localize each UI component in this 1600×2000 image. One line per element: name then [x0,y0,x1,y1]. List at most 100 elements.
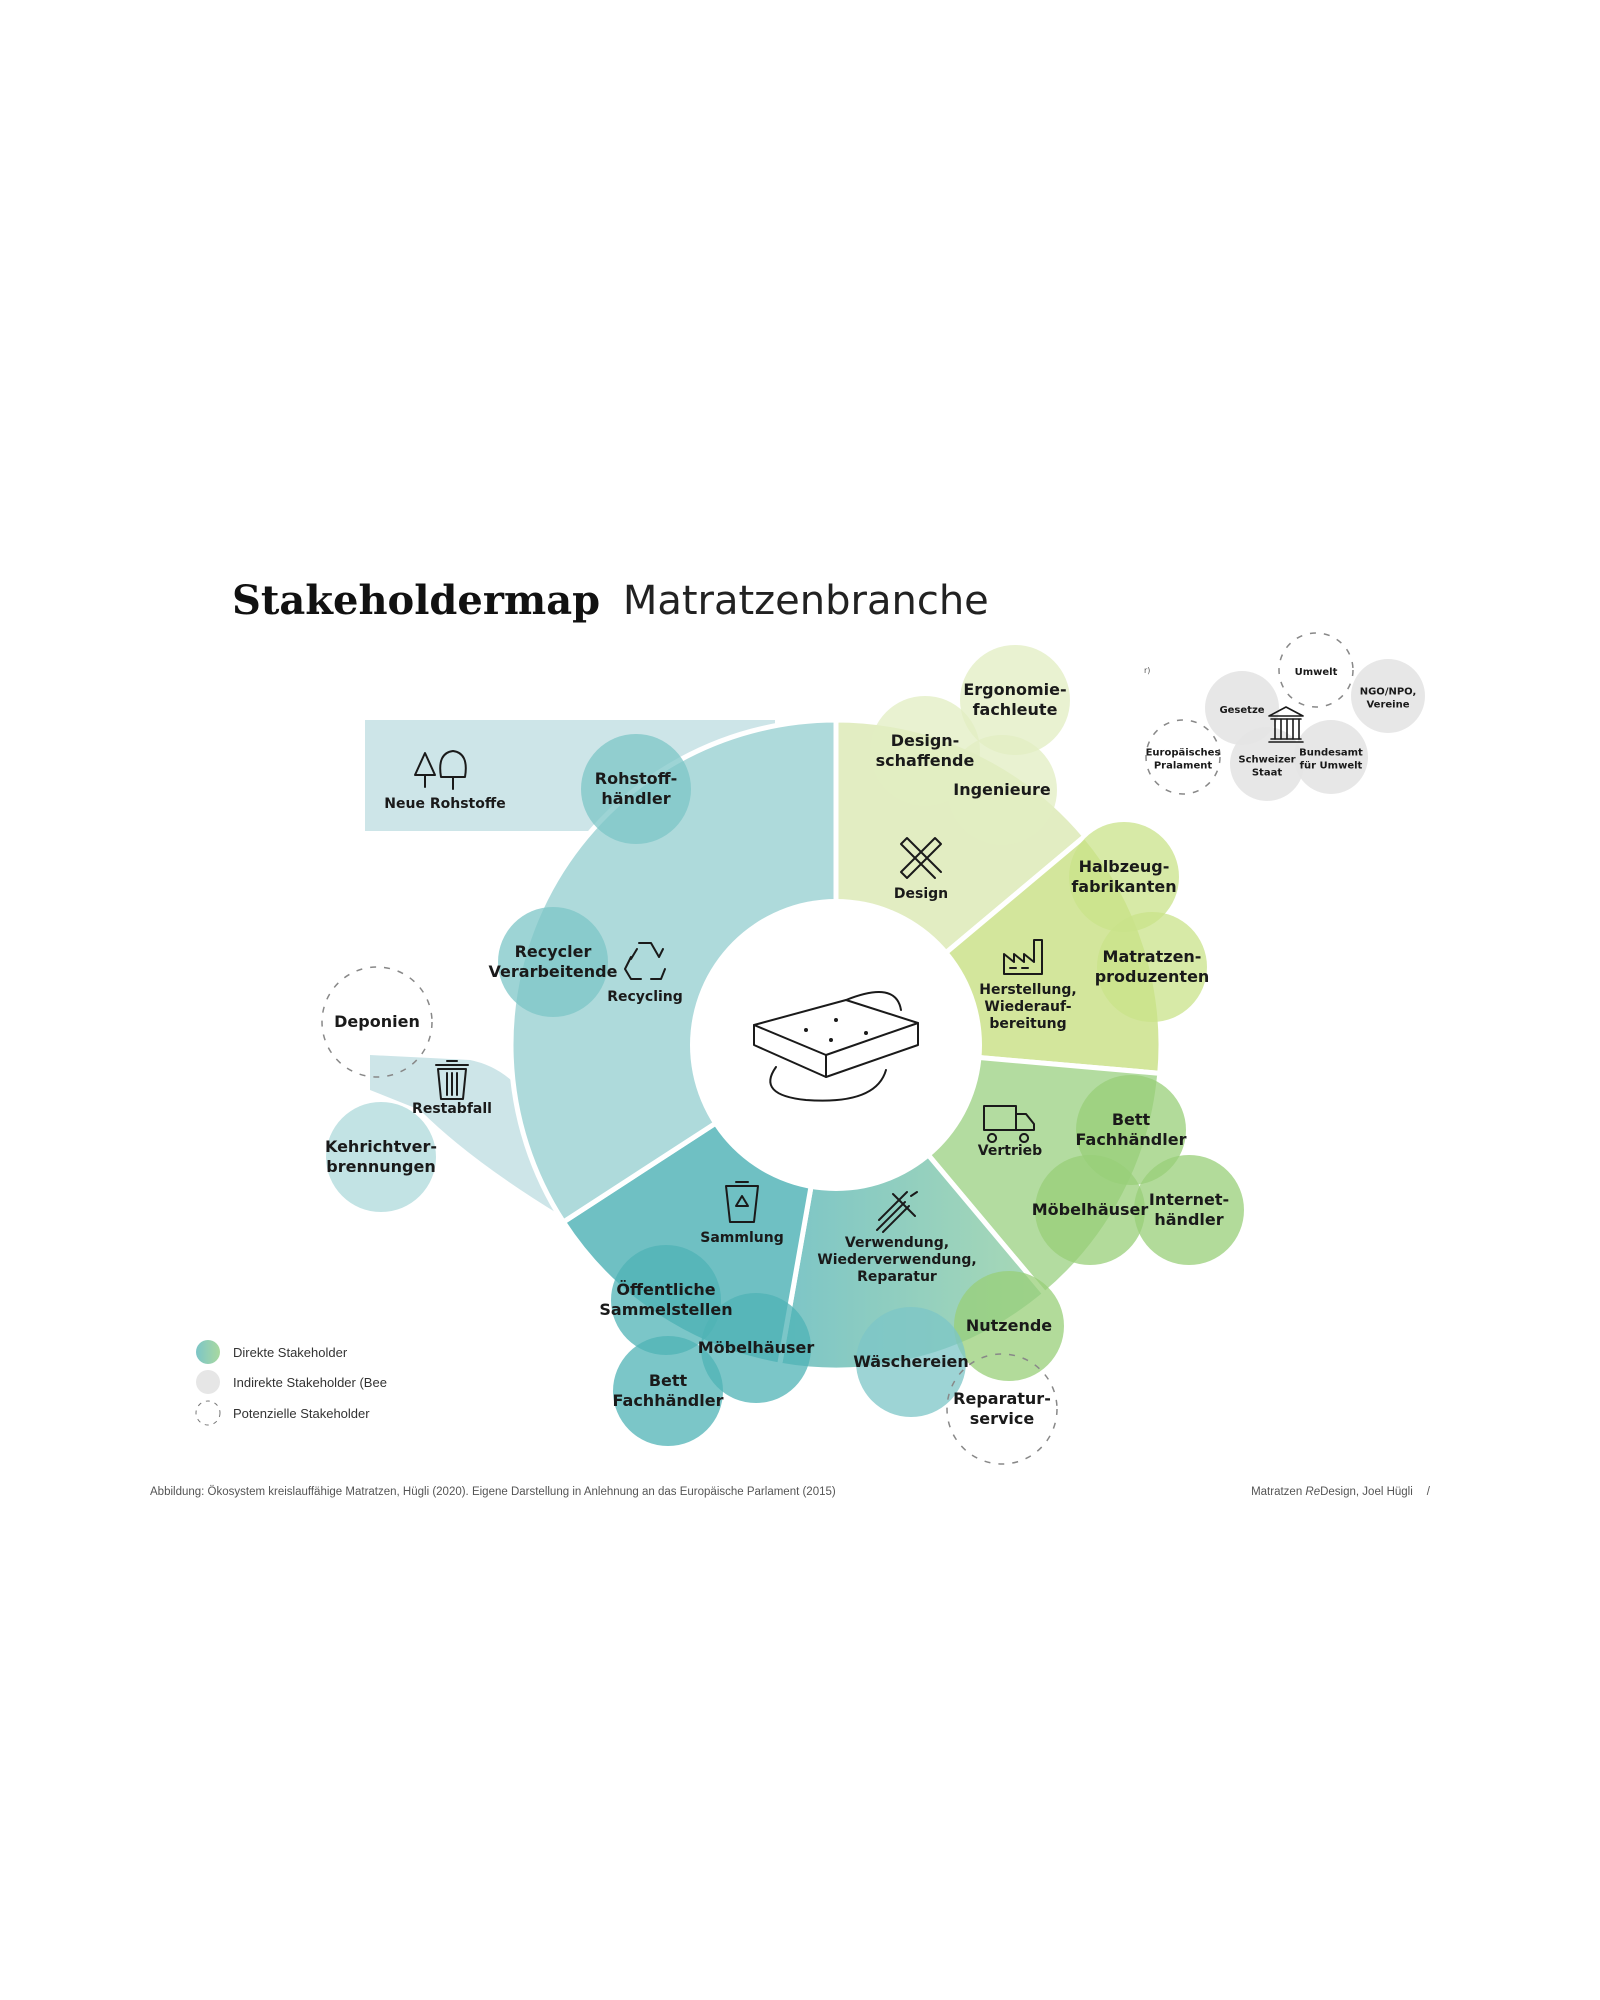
stakeholder-label: händler [601,789,670,808]
stakeholder-circle [1134,1155,1244,1265]
stakeholder-label: Bett [649,1371,688,1390]
stakeholder-label: schaffende [876,751,975,770]
stakeholder-ngo[interactable] [1351,659,1425,733]
stakeholder-label: händler [1154,1210,1223,1229]
stakeholder-circle [1069,822,1179,932]
stakeholder-bafu[interactable] [1294,720,1368,794]
stakeholder-moebel-sammlung[interactable] [701,1293,811,1403]
ruler-pencil-icon [900,837,942,879]
stakeholder-label: NGO/NPO, [1360,687,1417,698]
stakeholder-label: service [970,1409,1035,1428]
stakeholder-circle [856,1307,966,1417]
factory-icon [1003,939,1043,975]
stakeholder-label: produzenten [1095,967,1210,986]
segment-label-herstellung: Wiederauf- [984,999,1071,1015]
segment-label-herstellung: bereitung [989,1016,1066,1032]
stakeholder-ergonomie[interactable] [960,645,1070,755]
stakeholder-circle [581,734,691,844]
segment-label-verwendung: Wiederverwendung, [817,1252,976,1268]
stakeholder-label: Europäisches [1146,748,1221,759]
stakeholder-circle [1351,659,1425,733]
stakeholder-deponien[interactable] [321,966,433,1078]
legend: Direkte Stakeholder Indirekte Stakeholde… [195,1340,387,1426]
stakeholder-circle [1097,912,1207,1022]
stakeholder-label: Reparatur- [953,1389,1051,1408]
stakeholder-label: Pralament [1154,761,1213,772]
stakeholder-label: für Umwelt [1300,761,1363,772]
stakeholder-circle-dashed [946,1353,1058,1465]
stakeholder-circle [954,1271,1064,1381]
stakeholder-label: Rohstoff- [595,769,677,788]
legend-direct-label: Direkte Stakeholder [233,1345,348,1360]
stakeholder-nutzende[interactable] [954,1271,1064,1381]
stakeholder-internet[interactable] [1134,1155,1244,1265]
stakeholder-gesetze[interactable] [1205,671,1279,745]
stakeholder-moebel-vertrieb[interactable] [1035,1155,1145,1265]
stakeholder-circle [960,645,1070,755]
stakeholder-circle [947,735,1057,845]
stakeholder-label: brennungen [326,1157,435,1176]
recycle-bin-icon [725,1181,759,1223]
stakeholder-label: Bundesamt [1299,748,1363,759]
stakeholder-label: Ingenieure [953,780,1051,799]
stakeholder-kehricht[interactable] [326,1102,436,1212]
stakeholder-label: Öffentliche [616,1280,715,1299]
page-title: Stakeholdermap Matratzenbranche [232,577,989,624]
recycle-icon [624,942,666,980]
stakeholder-label: Möbelhäuser [1032,1200,1149,1219]
title-regular: Matratzenbranche [623,578,989,624]
stakeholder-sammelstellen[interactable] [611,1245,721,1355]
trees-icon [414,750,467,790]
stakeholder-circle-dashed [1278,632,1354,708]
stakeholder-label: fachleute [973,700,1058,719]
stakeholder-umwelt[interactable] [1278,632,1354,708]
building-icon [1268,706,1304,743]
stakeholder-label: Kehrichtver- [325,1137,437,1156]
stakeholder-circle [326,1102,436,1212]
stakeholder-circle-dashed [1145,719,1221,795]
stakeholder-labels: Ergonomie-fachleuteDesign-schaffendeInge… [325,667,1416,1428]
segment-label-design: Design [894,886,948,902]
stakeholder-circle [1294,720,1368,794]
stakeholder-circles [321,632,1425,1465]
stakeholder-staat[interactable] [1230,727,1304,801]
stakeholder-bett-sammlung[interactable] [613,1336,723,1446]
stakeholder-circle [1205,671,1279,745]
stakeholder-waeschereien[interactable] [856,1307,966,1417]
stakeholder-circle [498,907,608,1017]
stakeholder-label: Staat [1252,768,1282,779]
credit-post: Design, Joel Hügli [1320,1486,1413,1498]
segment-labels: DesignHerstellung,Wiederauf-bereitungVer… [384,796,1076,1285]
stakeholder-label: Sammelstellen [599,1300,732,1319]
segment-label-herstellung: Herstellung, [979,982,1077,998]
stakeholder-label: fabrikanten [1071,877,1176,896]
segment-label-vertrieb: Vertrieb [978,1143,1042,1159]
stakeholder-ingenieure[interactable] [947,735,1057,845]
segment-label-restabfall: Restabfall [412,1101,492,1117]
mattress-icon [753,991,919,1102]
legend-direct-swatch [196,1340,220,1364]
stakeholder-label: Fachhändler [613,1391,724,1410]
stray-text: r) [1144,666,1150,675]
stakeholder-label: Umwelt [1295,667,1338,678]
stakeholder-matratzenproduzenten[interactable] [1097,912,1207,1022]
stakeholder-label: Gesetze [1219,705,1264,716]
stakeholder-halbzeug[interactable] [1069,822,1179,932]
stakeholder-circle-dashed [321,966,433,1078]
center-circle [690,899,982,1191]
stakeholder-recycler[interactable] [498,907,608,1017]
stakeholder-label: Design- [891,731,960,750]
stakeholder-label: Deponien [334,1012,420,1031]
stakeholder-reparatur[interactable] [946,1353,1058,1465]
legend-indirect-label: Indirekte Stakeholder (Bee [233,1375,387,1390]
title-bold: Stakeholdermap [232,577,600,624]
credit-slash: / [1427,1486,1431,1498]
stakeholder-label: Möbelhäuser [698,1338,815,1357]
stakeholder-label: Vereine [1366,700,1409,711]
stakeholder-circle [613,1336,723,1446]
credit-pre: Matratzen [1251,1486,1305,1498]
stakeholder-label: Ergonomie- [963,680,1066,699]
stakeholder-rohstoffhaendler[interactable] [581,734,691,844]
stakeholder-eu[interactable] [1145,719,1221,795]
